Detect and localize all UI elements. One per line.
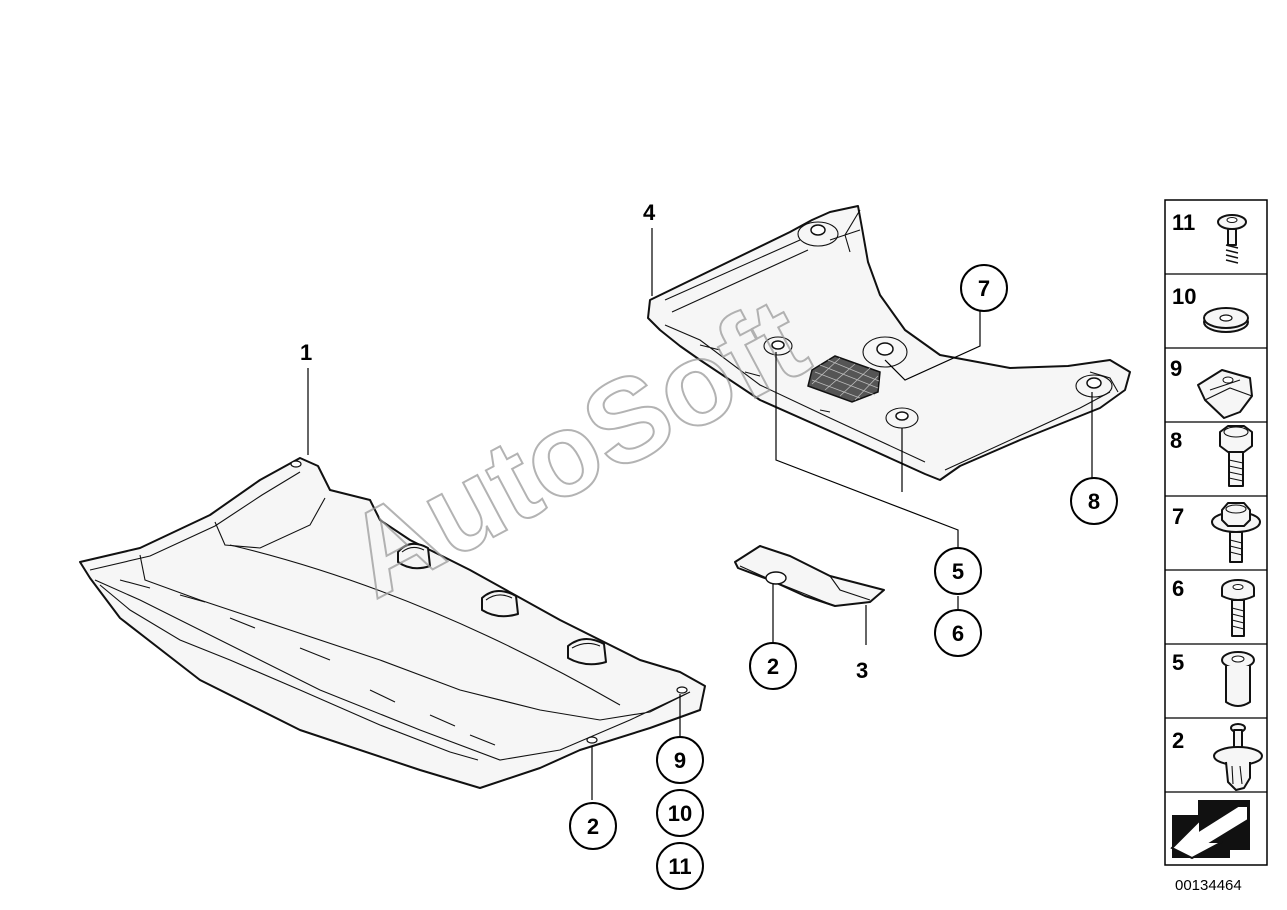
svg-text:2: 2: [1172, 728, 1184, 753]
legend-item-10[interactable]: 10: [1172, 284, 1249, 333]
callout-3[interactable]: 3: [856, 658, 868, 683]
washer-icon: [1203, 307, 1249, 333]
svg-text:00134464: 00134464: [1175, 877, 1242, 894]
svg-text:7: 7: [1172, 504, 1184, 529]
rivet-nut-icon: [1221, 651, 1255, 707]
svg-text:9: 9: [1170, 356, 1182, 381]
svg-text:8: 8: [1088, 489, 1100, 514]
direction-arrow-icon: [1170, 800, 1250, 860]
callout-5[interactable]: 5: [934, 547, 982, 595]
clip-nut-icon: [1197, 369, 1253, 419]
legend-item-11[interactable]: 11: [1172, 210, 1247, 264]
callout-1[interactable]: 1: [300, 340, 312, 365]
svg-text:9: 9: [674, 748, 686, 773]
screw-with-spring-icon: [1217, 214, 1247, 264]
legend-item-7[interactable]: 7: [1172, 502, 1261, 563]
legend-item-5[interactable]: 5: [1172, 650, 1255, 707]
expanding-rivet-icon: [1213, 723, 1263, 791]
legend-item-6[interactable]: 6: [1172, 576, 1255, 637]
flange-hex-bolt-icon: [1211, 502, 1261, 563]
svg-text:6: 6: [1172, 576, 1184, 601]
svg-text:5: 5: [1172, 650, 1184, 675]
legend-item-8[interactable]: 8: [1170, 425, 1253, 487]
callout-2-bracket[interactable]: 2: [749, 642, 797, 690]
legend-item-2[interactable]: 2: [1172, 723, 1263, 791]
callout-8[interactable]: 8: [1070, 477, 1118, 525]
svg-text:11: 11: [1172, 210, 1195, 235]
svg-text:8: 8: [1170, 428, 1182, 453]
hex-bolt-icon: [1219, 425, 1253, 487]
callout-11[interactable]: 11: [656, 842, 704, 890]
svg-text:1: 1: [300, 340, 312, 365]
svg-text:5: 5: [952, 559, 964, 584]
svg-text:2: 2: [767, 654, 779, 679]
svg-text:7: 7: [978, 276, 990, 301]
part-4-underbody-panel[interactable]: [647, 205, 1131, 481]
part-1-front-underbody-shield[interactable]: [79, 457, 706, 789]
svg-text:10: 10: [1172, 284, 1196, 309]
svg-text:11: 11: [668, 854, 691, 879]
callout-2-shield[interactable]: 2: [569, 802, 617, 850]
legend-item-9[interactable]: 9: [1170, 356, 1253, 419]
callout-7[interactable]: 7: [960, 264, 1008, 312]
diagram-reference-number: 00134464: [1175, 877, 1242, 894]
callout-10[interactable]: 10: [656, 789, 704, 837]
svg-text:3: 3: [856, 658, 868, 683]
svg-text:10: 10: [668, 801, 692, 826]
part-3-bracket[interactable]: [734, 545, 885, 607]
callout-6[interactable]: 6: [934, 609, 982, 657]
callout-9[interactable]: 9: [656, 736, 704, 784]
svg-text:2: 2: [587, 814, 599, 839]
callout-4[interactable]: 4: [643, 200, 656, 225]
parts-legend: 11 10 9: [1164, 199, 1268, 866]
svg-text:6: 6: [952, 621, 964, 646]
torx-screw-icon: [1221, 579, 1255, 637]
svg-text:4: 4: [643, 200, 656, 225]
